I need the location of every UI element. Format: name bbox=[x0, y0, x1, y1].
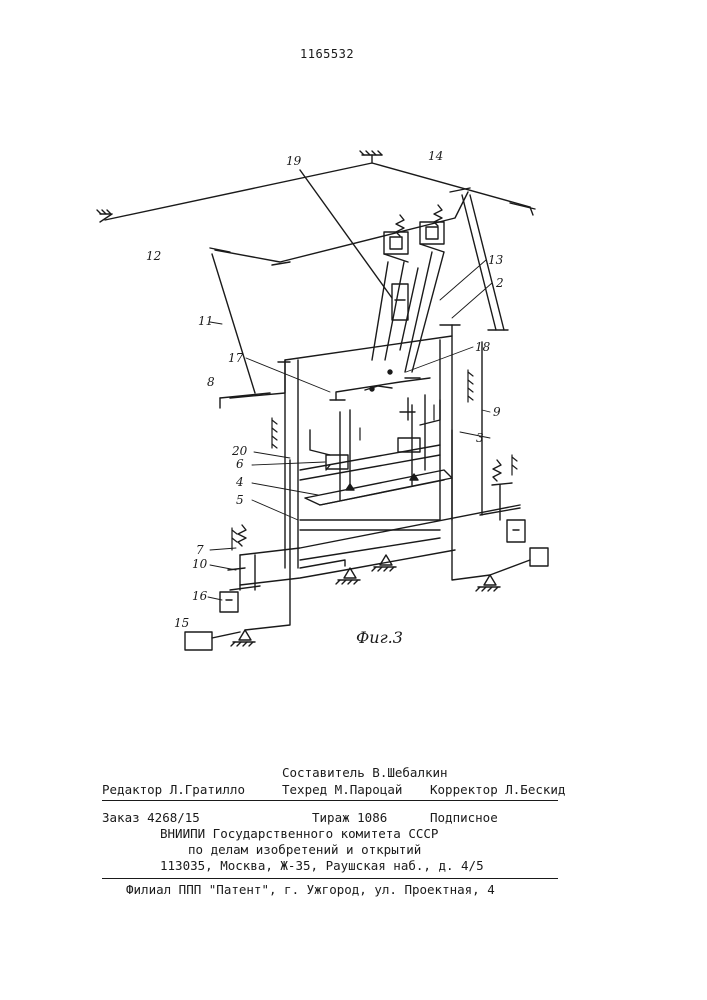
editor-line: Редактор Л.Гратилло bbox=[102, 782, 245, 797]
order-line: Заказ 4268/15 bbox=[102, 810, 200, 825]
corrector-line: Корректор Л.Бескид bbox=[430, 782, 565, 797]
divider-bottom bbox=[102, 878, 558, 879]
techred-line: Техред М.Пароцай bbox=[282, 782, 402, 797]
divider-top bbox=[102, 800, 558, 801]
branch-line: Филиал ППП "Патент", г. Ужгород, ул. Про… bbox=[126, 882, 495, 897]
org-line-3: 113035, Москва, Ж-35, Раушская наб., д. … bbox=[160, 858, 484, 873]
org-line-2: по делам изобретений и открытий bbox=[188, 842, 421, 857]
compiler-line: Составитель В.Шебалкин bbox=[282, 765, 448, 780]
org-line-1: ВНИИПИ Государственного комитета СССР bbox=[160, 826, 438, 841]
circulation-line: Тираж 1086 bbox=[312, 810, 387, 825]
subscription-line: Подписное bbox=[430, 810, 498, 825]
